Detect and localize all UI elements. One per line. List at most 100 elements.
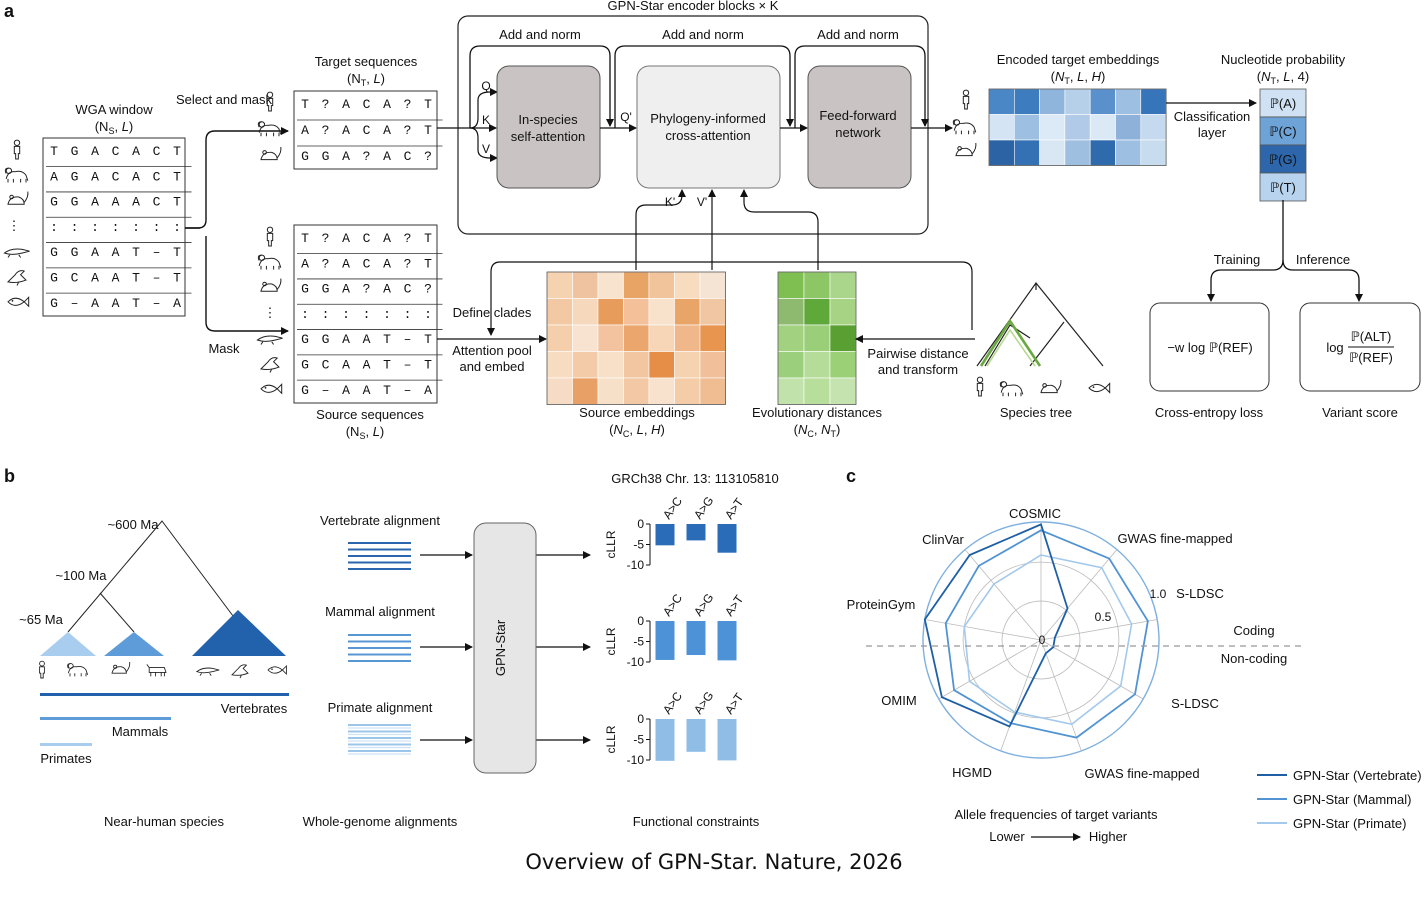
croc-icon: [256, 335, 283, 345]
heatmap-cell: [803, 298, 831, 326]
sequence-base: A: [91, 245, 99, 260]
mammals-bar: [40, 717, 171, 720]
age-65: ~65 Ma: [19, 612, 63, 627]
heatmap-cell: [777, 271, 805, 299]
heatmap-cell: [546, 324, 573, 352]
target-dims: (NT, L): [347, 71, 385, 88]
add-norm-1: Add and norm: [499, 27, 581, 42]
heatmap-cell: [623, 377, 650, 405]
heatmap-cell: [674, 271, 701, 299]
heatmap-cell: [1013, 88, 1040, 115]
training-label: Training: [1214, 252, 1260, 267]
sequence-base: G: [322, 149, 330, 164]
nucleotide-dims: (NT, L, 4): [1257, 69, 1310, 86]
v-label: V: [482, 142, 490, 156]
radar-axis-label: OMIM: [881, 693, 916, 708]
mouse-icon: [111, 661, 131, 674]
allele-freq-label: Allele frequencies of target variants: [954, 807, 1158, 822]
sequence-base: G: [50, 245, 58, 260]
y-tick-label: -5: [633, 538, 644, 552]
fish-icon: [260, 383, 283, 395]
sequence-base: A: [363, 383, 371, 398]
species-icons-encoded: [952, 89, 977, 157]
bar: [717, 621, 737, 661]
sequence-base: G: [301, 358, 309, 373]
locus-title: GRCh38 Chr. 13: 113105810: [611, 471, 778, 486]
legend-label: GPN-Star (Primate): [1293, 816, 1406, 831]
sequence-base: T: [424, 231, 432, 246]
panel-a-label: a: [4, 1, 15, 21]
sequence-base: –: [404, 332, 412, 347]
sequence-base: :: [424, 307, 432, 322]
category-label: A>C: [660, 494, 685, 522]
heatmap-cell: [572, 298, 599, 326]
sequence-base: –: [153, 245, 161, 260]
nucleotide-probabilities: ℙ(A)ℙ(C)ℙ(G)ℙ(T): [1259, 88, 1307, 202]
sequence-base: :: [383, 307, 391, 322]
sequence-base: T: [173, 195, 181, 210]
gpn-star-model-label: GPN-Star: [493, 619, 508, 676]
wga-title: WGA window: [75, 102, 153, 117]
species-icons-tree: [976, 376, 1111, 397]
heatmap-cell: [1013, 114, 1040, 141]
higher-label: Higher: [1089, 829, 1128, 844]
sequence-base: T: [424, 256, 432, 271]
species-icons-source: ⋮: [256, 226, 283, 395]
heatmap-cell: [1039, 139, 1066, 166]
heatmap-cell: [1115, 88, 1142, 115]
sequence-base: A: [342, 231, 350, 246]
nucleotide-prob-label: ℙ(T): [1270, 180, 1296, 195]
cross-entropy-label: Cross-entropy loss: [1155, 405, 1264, 420]
sequence-base: T: [301, 231, 309, 246]
y-tick-label: -5: [633, 733, 644, 747]
sequence-base: T: [383, 332, 391, 347]
human-icon: [13, 139, 21, 160]
heatmap-cell: [1013, 139, 1040, 166]
heatmap-cell: [829, 324, 857, 352]
coding-label: Coding: [1233, 623, 1274, 638]
sequence-base: :: [363, 307, 371, 322]
sequence-base: :: [91, 220, 99, 235]
sequence-base: :: [153, 220, 161, 235]
heatmap-cell: [597, 298, 624, 326]
sequence-base: ?: [404, 256, 412, 271]
sequence-base: ?: [322, 256, 330, 271]
sequence-base: A: [383, 282, 391, 297]
inference-label: Inference: [1296, 252, 1350, 267]
sequence-base: T: [424, 358, 432, 373]
primates-label: Primates: [40, 751, 92, 766]
cow-icon: [146, 664, 167, 677]
sequence-base: :: [71, 220, 79, 235]
footer-constraints: Functional constraints: [633, 814, 760, 829]
ffn-block: [807, 65, 912, 189]
sequence-base: :: [50, 220, 58, 235]
vertebrates-label: Vertebrates: [221, 701, 288, 716]
bar: [655, 621, 675, 660]
bird-icon: [6, 270, 27, 286]
radar-series: [923, 523, 1069, 728]
bird-icon: [231, 664, 249, 679]
sequence-base: C: [363, 256, 371, 271]
nucleotide-prob-label: ℙ(G): [1269, 152, 1297, 167]
sequence-base: A: [342, 149, 350, 164]
y-tick-label: -10: [627, 558, 645, 572]
gpn-star-model-box: [473, 522, 537, 774]
source-embeddings-title: Source embeddings: [579, 405, 695, 420]
source-embeddings-dims: (NC, L, H): [609, 422, 665, 439]
sequence-base: G: [50, 195, 58, 210]
heatmap-cell: [777, 351, 805, 379]
sequence-base: A: [91, 271, 99, 286]
croc-icon: [3, 248, 30, 258]
heatmap-cell: [546, 271, 573, 299]
heatmap-cell: [1039, 88, 1066, 115]
legend-label: GPN-Star (Mammal): [1293, 792, 1411, 807]
sequence-base: G: [50, 271, 58, 286]
nucleotide-prob-cell: [1259, 144, 1307, 174]
heatmap-cell: [597, 351, 624, 379]
heatmap-cell: [597, 377, 624, 405]
sequence-base: ?: [404, 97, 412, 112]
self-attention-block: [496, 65, 601, 189]
sequence-base: –: [404, 383, 412, 398]
sequence-base: T: [301, 97, 309, 112]
